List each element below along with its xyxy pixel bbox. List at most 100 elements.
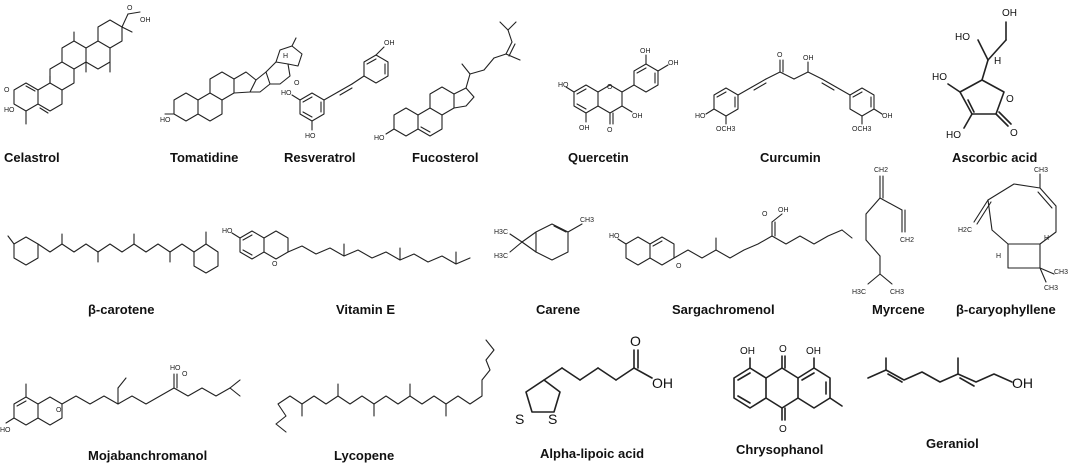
tomatidine-structure: HO H O	[160, 37, 303, 124]
svg-text:OH: OH	[740, 346, 755, 357]
svg-text:O: O	[294, 80, 300, 87]
svg-text:OH: OH	[778, 207, 789, 214]
label-geraniol: Geraniol	[926, 436, 979, 451]
svg-text:OH: OH	[1002, 8, 1017, 19]
label-celastrol: Celastrol	[4, 150, 60, 165]
svg-text:OCH3: OCH3	[852, 126, 872, 133]
svg-text:S: S	[515, 411, 524, 427]
label-beta-caryophyllene: β-caryophyllene	[956, 302, 1056, 317]
svg-text:O: O	[779, 344, 787, 355]
svg-text:H: H	[996, 253, 1001, 260]
ascorbic-acid-structure: OH HO H HO HO O O	[932, 8, 1018, 141]
vitamin-e-structure: HO O	[222, 228, 471, 268]
svg-text:HO: HO	[932, 72, 947, 83]
svg-text:O: O	[777, 52, 783, 59]
svg-text:CH3: CH3	[580, 217, 594, 224]
svg-text:O: O	[676, 263, 682, 270]
svg-text:HO: HO	[946, 130, 961, 141]
beta-carotene-structure	[7, 231, 219, 274]
svg-text:HO: HO	[955, 32, 970, 43]
svg-text:O: O	[1006, 94, 1014, 105]
label-fucosterol: Fucosterol	[412, 150, 479, 165]
svg-text:O: O	[630, 333, 641, 349]
svg-text:OH: OH	[806, 346, 821, 357]
svg-text:O: O	[779, 424, 787, 435]
svg-text:CH2: CH2	[874, 167, 888, 174]
svg-text:O: O	[607, 127, 613, 134]
label-mojabanchromanol: Mojabanchromanol	[88, 448, 208, 463]
myrcene-structure: CH2 CH2 H3C CH3	[852, 167, 914, 296]
svg-text:HO: HO	[281, 90, 292, 97]
svg-text:HO: HO	[222, 228, 233, 235]
svg-text:O: O	[4, 87, 10, 94]
svg-text:CH2: CH2	[900, 237, 914, 244]
svg-text:HO: HO	[609, 233, 620, 240]
svg-text:O: O	[272, 261, 278, 268]
label-beta-carotene: β-carotene	[88, 302, 155, 317]
chrysophanol-structure: OH O OH O	[733, 344, 843, 435]
svg-text:HO: HO	[170, 365, 181, 372]
carene-structure: H3C H3C CH3	[494, 217, 594, 261]
beta-caryophyllene-structure: CH3 H2C H H CH3 CH3	[958, 167, 1068, 292]
alpha-lipoic-acid-structure: O OH S S	[515, 333, 673, 427]
svg-text:S: S	[548, 411, 557, 427]
geraniol-structure: OH	[867, 357, 1033, 391]
svg-text:HO: HO	[4, 107, 15, 114]
svg-text:HO: HO	[695, 113, 706, 120]
svg-text:HO: HO	[374, 135, 385, 142]
svg-text:O: O	[56, 407, 62, 414]
svg-text:H3C: H3C	[852, 289, 866, 296]
lycopene-structure	[275, 339, 495, 433]
label-alpha-lipoic-acid: Alpha-lipoic acid	[540, 446, 645, 461]
svg-text:HO: HO	[558, 82, 569, 89]
svg-text:O: O	[607, 84, 613, 91]
mojabanchromanol-structure: HO HO O O	[0, 365, 241, 434]
svg-text:OH: OH	[140, 17, 151, 24]
label-ascorbic-acid: Ascorbic acid	[952, 150, 1038, 165]
label-tomatidine: Tomatidine	[170, 150, 239, 165]
svg-text:OH: OH	[882, 113, 893, 120]
label-lycopene: Lycopene	[334, 448, 395, 463]
label-sargachromenol: Sargachromenol	[672, 302, 775, 317]
svg-text:OH: OH	[1012, 375, 1033, 391]
curcumin-structure: O OH HO OH OCH3 OCH3	[695, 52, 893, 133]
svg-text:CH3: CH3	[1054, 269, 1068, 276]
svg-text:O: O	[127, 5, 133, 12]
svg-text:CH3: CH3	[1034, 167, 1048, 174]
svg-text:H2C: H2C	[958, 227, 972, 234]
svg-text:OH: OH	[652, 375, 673, 391]
svg-text:OH: OH	[579, 125, 590, 132]
celastrol-structure: OH O O HO	[4, 5, 151, 125]
fucosterol-structure: HO	[374, 21, 521, 142]
svg-text:HO: HO	[0, 427, 11, 434]
svg-text:O: O	[762, 211, 768, 218]
svg-text:OH: OH	[803, 55, 814, 62]
label-resveratrol: Resveratrol	[284, 150, 356, 165]
svg-text:HO: HO	[160, 117, 171, 124]
svg-text:OH: OH	[668, 60, 679, 67]
svg-text:H3C: H3C	[494, 253, 508, 260]
svg-text:CH3: CH3	[890, 289, 904, 296]
svg-text:HO: HO	[305, 133, 316, 140]
svg-text:H: H	[1044, 235, 1049, 242]
label-quercetin: Quercetin	[568, 150, 629, 165]
svg-text:H3C: H3C	[494, 229, 508, 236]
svg-text:O: O	[1010, 128, 1018, 139]
label-chrysophanol: Chrysophanol	[736, 442, 824, 457]
svg-text:O: O	[182, 371, 188, 378]
svg-text:H: H	[994, 56, 1001, 67]
label-vitamin-e: Vitamin E	[336, 302, 396, 317]
svg-text:OCH3: OCH3	[716, 126, 736, 133]
svg-text:CH3: CH3	[1044, 285, 1058, 292]
sargachromenol-structure: HO OH O O	[609, 207, 853, 270]
quercetin-structure: HO OH OH O OH OH O	[558, 48, 679, 134]
resveratrol-structure: OH HO HO	[281, 40, 395, 140]
svg-text:OH: OH	[632, 113, 643, 120]
label-curcumin: Curcumin	[760, 150, 821, 165]
svg-text:H: H	[283, 53, 288, 60]
svg-text:OH: OH	[640, 48, 651, 55]
svg-text:OH: OH	[384, 40, 395, 47]
label-carene: Carene	[536, 302, 581, 317]
